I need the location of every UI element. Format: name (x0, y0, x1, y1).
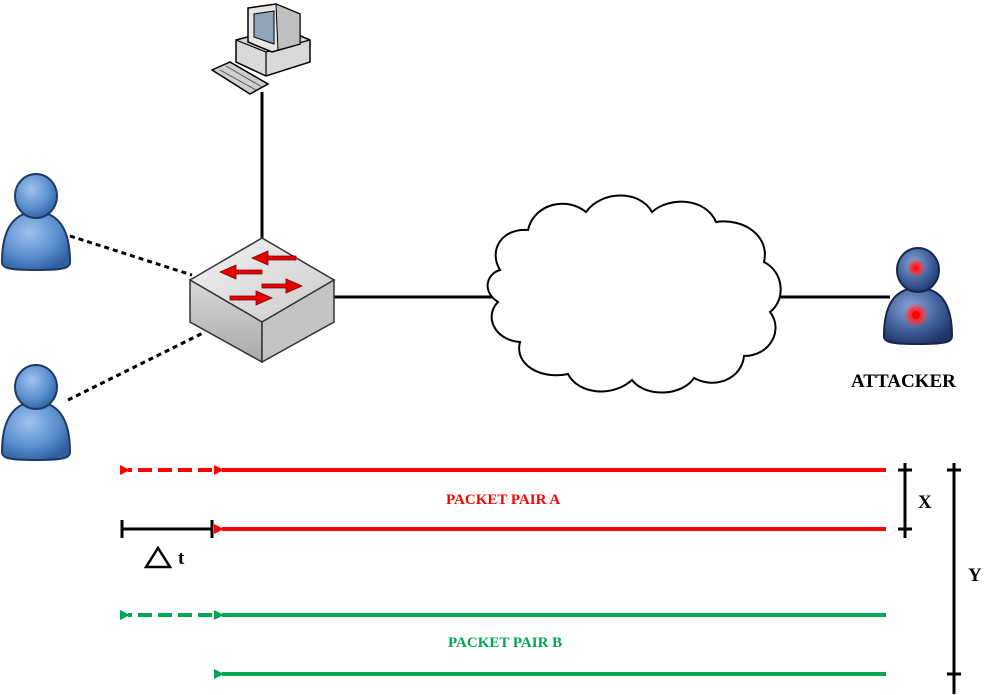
user1-switch-link (69, 234, 193, 277)
target-icon (907, 259, 925, 277)
delta-t-label: t (178, 548, 185, 569)
packet-pair-a (120, 465, 886, 534)
desktop-computer-icon (210, 3, 311, 95)
x-marker-label: X (918, 492, 932, 513)
user-icon (0, 173, 72, 272)
internet-cloud-icon (486, 194, 782, 394)
network-switch-icon (188, 237, 336, 364)
x-interval-marker (898, 463, 912, 538)
user-icon (0, 364, 72, 462)
attacker-user-icon (882, 247, 954, 346)
y-marker-label: Y (968, 565, 982, 586)
switch-arrows-icon (219, 250, 303, 306)
packet-pair-a-label: PACKET PAIR A (446, 492, 561, 508)
attacker-label: ATTACKER (851, 371, 956, 392)
delta-t-measure (120, 520, 214, 569)
y-interval-marker (947, 463, 961, 694)
packet-pair-b (120, 610, 886, 679)
delta-icon (143, 545, 173, 569)
packet-pair-b-label: PACKET PAIR B (448, 635, 563, 651)
user2-switch-link (67, 331, 204, 402)
